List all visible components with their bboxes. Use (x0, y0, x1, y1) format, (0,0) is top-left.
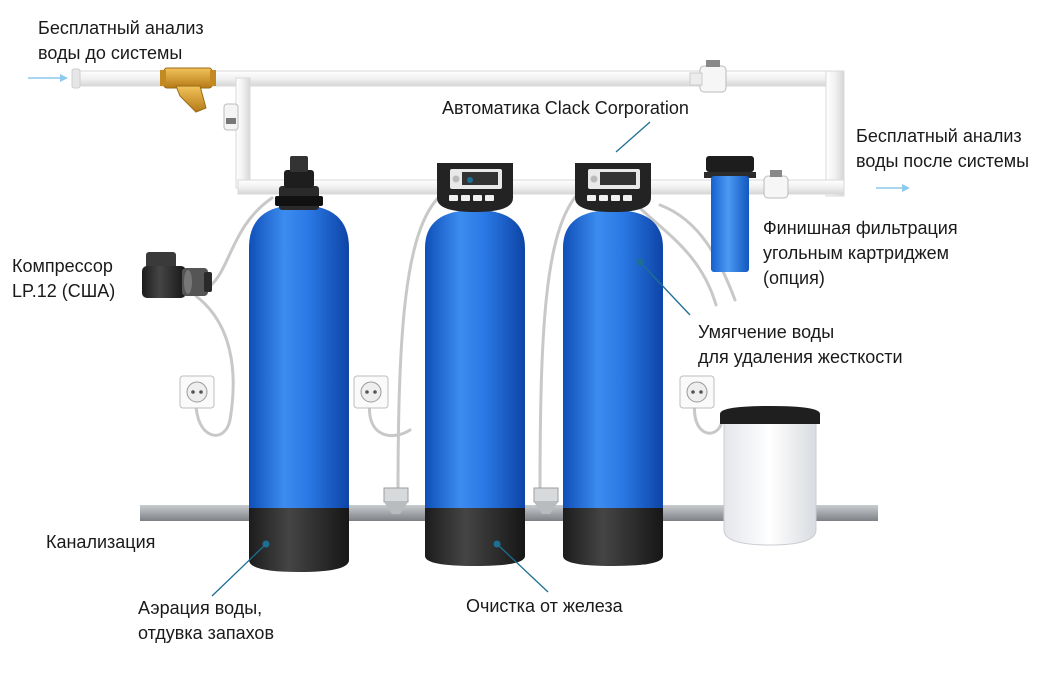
valve-icon (223, 103, 239, 131)
drain-funnel-icon (383, 487, 409, 514)
power-outlet-icon (179, 375, 215, 409)
power-outlet-icon (353, 375, 389, 409)
brine-tank-icon (720, 406, 820, 546)
manifold-pipe (237, 179, 845, 195)
iron-removal-label: Очистка от железа (466, 596, 623, 616)
leader-lines (211, 121, 691, 597)
automation-label: Автоматика Clack Corporation (442, 98, 689, 118)
valve-icon (689, 60, 727, 93)
brass-strainer-icon (160, 67, 216, 113)
hoses (194, 194, 737, 497)
softening-tank (563, 210, 663, 566)
inlet-arrow-icon (28, 74, 68, 82)
inlet-pipe (71, 68, 845, 197)
drain-funnel-icon (533, 487, 559, 514)
control-valve-icon (437, 163, 513, 212)
compressor-label: Компрессор LP.12 (США) (12, 256, 116, 301)
compressor-icon (142, 252, 212, 298)
cartridge-filter-icon (704, 156, 756, 272)
analysis-after-label: Бесплатный анализ воды после системы (856, 126, 1030, 171)
outlet-arrow-icon (876, 184, 910, 192)
sewage-label: Канализация (46, 532, 156, 552)
final-filtration-label: Финишная фильтрация угольным картриджем … (763, 218, 958, 288)
analysis-before-label: Бесплатный анализ воды до системы (38, 18, 204, 63)
iron-removal-tank (425, 210, 525, 566)
control-valve-icon (575, 163, 651, 212)
valve-icon (763, 170, 789, 199)
aeration-tank (249, 156, 349, 572)
aeration-label: Аэрация воды, отдувка запахов (138, 598, 275, 643)
power-outlet-icon (679, 375, 715, 409)
softening-label: Умягчение воды для удаления жесткости (698, 322, 903, 367)
